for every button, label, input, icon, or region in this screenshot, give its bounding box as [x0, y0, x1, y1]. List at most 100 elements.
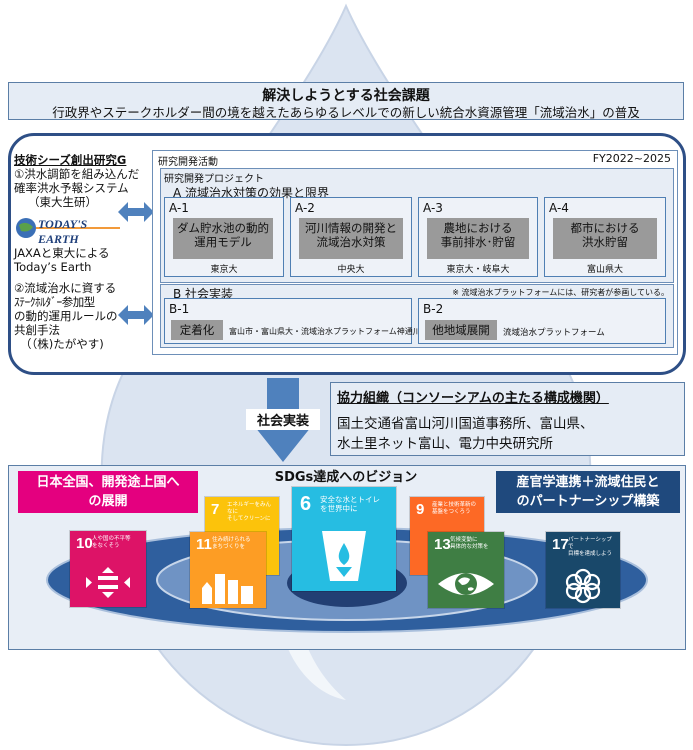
- social-issue-title: 解決しようとする社会課題: [262, 88, 430, 104]
- seeds-item2-line4: 共創手法: [14, 323, 60, 337]
- section-b-title: B 社会実装: [173, 287, 234, 301]
- sdg-number: 11: [196, 536, 212, 553]
- seeds-research-group: 技術シーズ創出研究G ①洪水調節を組み込んだ 確率洪水予報システム （東大生研）: [14, 153, 146, 209]
- seeds-item1-line2: 確率洪水予報システム: [14, 181, 129, 195]
- a-item-title-line2: 事前排水･貯留: [440, 235, 516, 250]
- seeds-item2-line3: の動的運用ルールの: [14, 309, 118, 323]
- sdg-text: 住み続けられるまちづくりを: [212, 537, 262, 551]
- a-item-card: A-3 農地における 事前排水･貯留 東京大・岐阜大: [418, 197, 538, 277]
- a-item-title-line2: 流域治水対策: [316, 235, 386, 250]
- sdg-goal-10: 10 人や国の不平等をなくそう: [70, 531, 146, 607]
- sdg-goal-6: 6 安全な水とトイレを世界中に: [292, 487, 396, 591]
- todays-earth-line2: Today’s Earth: [14, 260, 92, 274]
- b-item-card: B-2 他地域展開 流域治水プラットフォーム: [418, 298, 666, 344]
- a-item-card: A-4 都市における 洪水貯留 富山県大: [544, 197, 666, 277]
- b-item-title: 他地域展開: [425, 320, 497, 340]
- sdg-number: 6: [300, 493, 312, 515]
- social-issue-box: 解決しようとする社会課題 行政界やステークホルダー間の境を越えたあらゆるレベルで…: [8, 82, 684, 120]
- seeds-group-title: 技術シーズ創出研究G: [14, 153, 127, 167]
- b-item-org: 流域治水プラットフォーム: [503, 328, 605, 338]
- implementation-label: 社会実装: [246, 409, 320, 430]
- section-a-title: A 流域治水対策の効果と限界: [173, 186, 330, 200]
- earth-globe-icon: [16, 218, 120, 238]
- todays-earth-logo: TODAY'S EARTH: [14, 215, 124, 246]
- sdg-text: 安全な水とトイレを世界中に: [320, 495, 392, 514]
- a-item-title-line1: 都市における: [570, 221, 640, 235]
- b-item-org: 富山市・富山県大・流域治水プラットフォーム神通川: [229, 327, 421, 336]
- activities-period: FY2022~2025: [592, 152, 671, 165]
- right-banner: 産官学連携＋流域住民と のパートナーシップ構築: [496, 471, 680, 513]
- a-item-org: 東京大・岐阜大: [446, 265, 510, 275]
- sdg-text: 産業と技術革新の基盤をつくろう: [432, 502, 480, 516]
- todays-earth-line1: JAXAと東大による: [14, 246, 110, 260]
- sdg-text-line1: 住み続けられる: [212, 537, 251, 543]
- a-item-code: A-1: [169, 201, 189, 215]
- a-item-title-line1: ダム貯水池の動的: [177, 221, 269, 235]
- left-banner-line1: 日本全国、開発途上国へ: [36, 475, 180, 490]
- consortium-title: 協力組織（コンソーシアムの主たる構成機関）: [337, 391, 609, 406]
- b-item-card: B-1 定着化 富山市・富山県大・流域治水プラットフォーム神通川: [164, 298, 421, 344]
- sdg-text: パートナーシップで目標を達成しよう: [568, 537, 616, 558]
- a-item-card: A-2 河川情報の開発と 流域治水対策 中央大: [290, 197, 412, 277]
- right-banner-line2: のパートナーシップ構築: [516, 494, 660, 509]
- climate-eye-icon: [438, 573, 494, 595]
- left-banner: 日本全国、開発途上国へ の展開: [18, 471, 198, 513]
- sdg-number: 13: [434, 536, 451, 553]
- double-arrow-icon: [118, 305, 154, 325]
- activities-label: 研究開発活動: [158, 157, 218, 168]
- seeds-item2: ②流域治水に資する ｽﾃｰｸﾎﾙﾀﾞｰ参加型 の動的運用ルールの 共創手法 （（…: [14, 281, 146, 351]
- b-item-title: 定着化: [171, 320, 223, 340]
- sdg-text-line2: を世界中に: [320, 504, 358, 514]
- sdg-goal-11: 11 住み続けられるまちづくりを: [190, 532, 266, 608]
- sdg-number: 9: [416, 501, 425, 518]
- sdg-goal-13: 13 気候変動に具体的な対策を: [428, 532, 504, 608]
- a-item-org: 中央大: [337, 265, 365, 275]
- sdg-text: 気候変動に具体的な対策を: [450, 537, 500, 551]
- seeds-item2-line1: ②流域治水に資する: [14, 281, 117, 295]
- sdg-text-line1: パートナーシップで: [568, 537, 612, 550]
- seeds-item1-line3: （東大生研）: [28, 195, 97, 209]
- a-item-code: A-2: [295, 201, 315, 215]
- a-item-title-line1: 河川情報の開発と: [305, 221, 397, 235]
- left-banner-line2: の展開: [88, 494, 128, 509]
- city-icon: [202, 574, 253, 604]
- a-item-code: A-3: [423, 201, 443, 215]
- sdg-text-line2: そしてクリーンに: [227, 515, 271, 522]
- double-arrow-icon: [118, 202, 154, 222]
- seeds-item2-line5: （（株)たがやす): [20, 337, 104, 351]
- consortium-line1: 国土交通省富山河川国道事務所、富山県、: [337, 416, 594, 432]
- sdg-text-line2: まちづくりを: [212, 543, 246, 550]
- a-item-title: 都市における 洪水貯留: [553, 218, 657, 259]
- sdg-text-line1: 気候変動に: [450, 537, 478, 543]
- sdg-text-line2: 具体的な対策を: [450, 543, 489, 550]
- sdg-number: 10: [76, 535, 93, 552]
- a-item-title: 河川情報の開発と 流域治水対策: [299, 218, 403, 259]
- a-item-card: A-1 ダム貯水池の動的 運用モデル 東京大: [164, 197, 284, 277]
- b-item-code: B-1: [169, 302, 190, 316]
- sdg-text-line1: 安全な水とトイレ: [320, 495, 380, 504]
- sdg-text: エネルギーをみんなにそしてクリーンに: [227, 502, 275, 523]
- social-issue-subtitle: 行政界やステークホルダー間の境を越えたあらゆるレベルでの新しい統合水資源管理「流…: [52, 105, 640, 120]
- sdgs-title: SDGs達成へのビジョン: [274, 470, 418, 485]
- a-item-title-line1: 農地における: [443, 221, 513, 235]
- todays-earth-logo-text: TODAY'S EARTH: [38, 217, 88, 246]
- water-icon: [322, 531, 366, 581]
- todays-earth-caption: JAXAと東大による Today’s Earth: [14, 246, 146, 274]
- partnership-icon: [565, 568, 601, 604]
- consortium-line2: 水土里ネット富山、電力中央研究所: [337, 436, 553, 452]
- sdg-number: 17: [552, 536, 569, 553]
- seeds-item1-line1: ①洪水調節を組み込んだ: [14, 167, 140, 181]
- seeds-item2-line2: ｽﾃｰｸﾎﾙﾀﾞｰ参加型: [14, 295, 95, 309]
- sdg-text-line1: エネルギーをみんなに: [227, 502, 272, 515]
- project-label: 研究開発プロジェクト: [164, 174, 264, 185]
- a-item-title: ダム貯水池の動的 運用モデル: [173, 218, 273, 259]
- sdg-text-line1: 産業と技術革新の: [432, 502, 477, 508]
- b-item-code: B-2: [423, 302, 444, 316]
- consortium-box: 協力組織（コンソーシアムの主たる構成機関） 国土交通省富山河川国道事務所、富山県…: [330, 382, 685, 456]
- sdg-text-line2: 目標を達成しよう: [568, 550, 613, 557]
- a-item-code: A-4: [549, 201, 569, 215]
- platform-note: ※ 流域治水プラットフォームには、研究者が参画している。: [452, 288, 669, 297]
- sdg-number: 7: [211, 501, 220, 518]
- sdg-text: 人や国の不平等をなくそう: [92, 536, 142, 550]
- a-item-title-line2: 運用モデル: [194, 235, 252, 250]
